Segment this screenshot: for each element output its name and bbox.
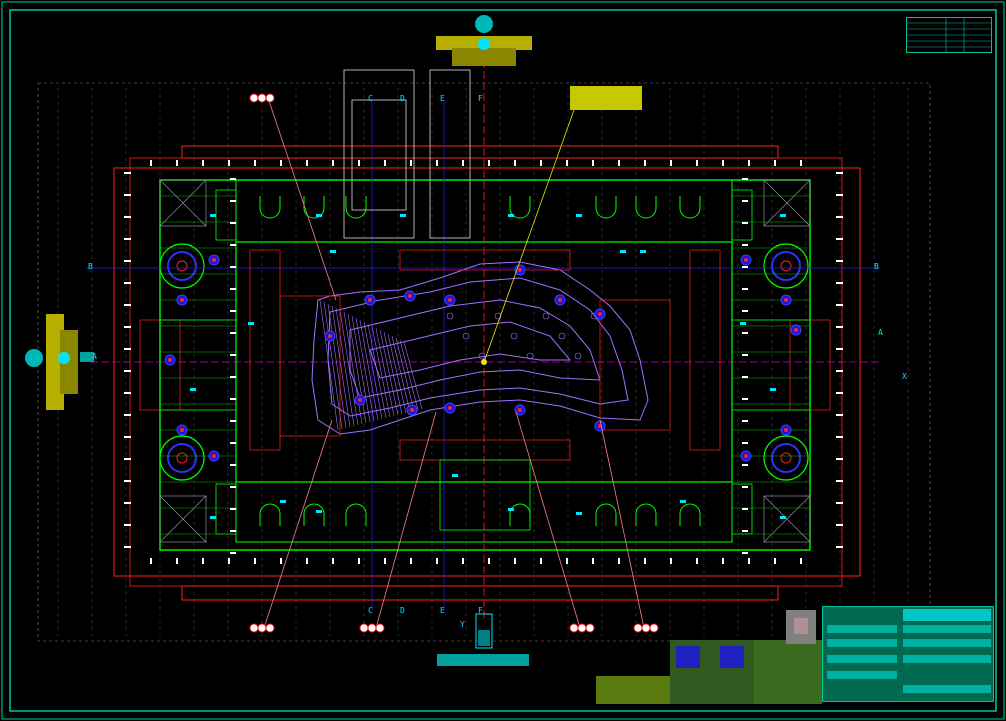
inner-detail bbox=[139, 189, 831, 535]
section-mark-f-bottom: F bbox=[478, 606, 483, 615]
corner-blocks bbox=[159, 179, 811, 543]
section-mark-a-right: A bbox=[878, 328, 883, 337]
title-block-cell bbox=[903, 625, 991, 633]
view-label bbox=[437, 654, 529, 666]
part-detail-lines bbox=[319, 299, 598, 431]
section-mark-f-top: F bbox=[478, 94, 483, 103]
u-slots bbox=[259, 196, 701, 526]
blue-components bbox=[164, 254, 802, 462]
slider-boxes bbox=[343, 69, 471, 239]
section-mark-d-bottom: D bbox=[400, 606, 405, 615]
guide-pillars bbox=[159, 243, 809, 481]
cyan-markers bbox=[190, 214, 786, 519]
callout-balloons bbox=[249, 93, 659, 633]
outer-plate bbox=[113, 167, 861, 577]
mold-frame bbox=[159, 179, 811, 551]
note-tag bbox=[570, 86, 642, 110]
section-mark-d-top: D bbox=[400, 94, 405, 103]
title-block-cell bbox=[903, 685, 991, 693]
section-mark-e-top: E bbox=[440, 94, 445, 103]
yellow-marker-left bbox=[25, 314, 94, 410]
revision-table bbox=[906, 17, 992, 53]
callout-leaders bbox=[263, 97, 645, 629]
title-block-cell bbox=[903, 639, 991, 647]
axis-mark-x: X bbox=[902, 372, 907, 381]
section-mark-b-right: B bbox=[874, 262, 879, 271]
center-point bbox=[481, 359, 487, 365]
bottom-center-marker bbox=[475, 613, 493, 649]
section-mark-e-bottom: E bbox=[440, 606, 445, 615]
title-block-cell bbox=[827, 671, 897, 679]
section-mark-c-top: C bbox=[368, 94, 373, 103]
title-block-cell bbox=[827, 639, 897, 647]
molded-part bbox=[311, 261, 649, 435]
sheet-border-inner bbox=[9, 9, 997, 712]
title-block-cell bbox=[827, 655, 897, 663]
revision-table-grid bbox=[906, 17, 992, 53]
plate-bottom-strip bbox=[181, 585, 779, 601]
title-block-cell bbox=[903, 655, 991, 663]
callout-yellow-leader bbox=[483, 109, 575, 363]
section-mark-c-bottom: C bbox=[368, 606, 373, 615]
dimension-ticks bbox=[124, 160, 843, 564]
section-mark-a-left: A bbox=[92, 352, 97, 361]
axis-mark-y: Y bbox=[460, 620, 465, 629]
title-block bbox=[822, 606, 994, 702]
section-mark-b-left: B bbox=[88, 262, 93, 271]
title-block-cell bbox=[827, 625, 897, 633]
title-block-header bbox=[903, 609, 991, 621]
plate-top-strip bbox=[181, 145, 779, 159]
yellow-marker-top bbox=[436, 15, 532, 66]
